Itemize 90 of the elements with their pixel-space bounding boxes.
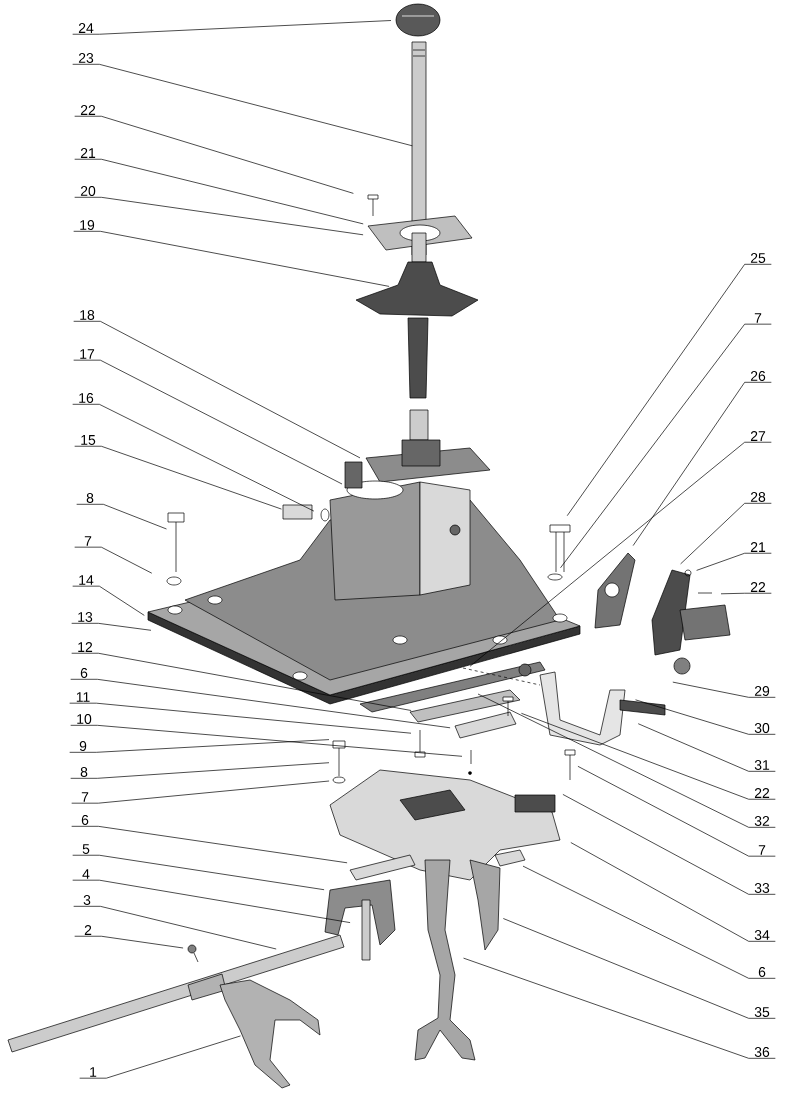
callout-number: 8 [86,493,94,503]
callout-number: 23 [78,53,94,63]
callout-number: 27 [750,431,766,441]
leader-line [632,381,772,546]
callout-number: 20 [80,186,96,196]
leader-line [566,263,772,517]
callout-number: 18 [80,310,95,320]
callout-number: 24 [78,23,94,33]
callout-number: 17 [80,349,95,359]
callout-number: 7 [758,845,766,855]
leader-line [521,712,776,800]
callout-number: 10 [77,714,92,724]
callout-number: 22 [750,582,766,592]
callout-number: 30 [754,723,770,733]
leader-line [73,359,343,485]
leader-line [74,115,354,194]
callout-number: 36 [754,1047,770,1057]
callout-number: 1 [90,1067,97,1077]
callout-number: 28 [750,492,766,502]
callout-number: 31 [754,760,770,770]
leader-line [73,905,277,950]
leader-line [562,794,776,895]
leader-line [70,762,330,779]
leader-line [635,699,776,735]
callout-number: 7 [81,792,89,802]
leader-line [502,918,776,1019]
leader-line [463,957,776,1059]
callout-number: 33 [754,883,770,893]
callout-number: 7 [754,313,762,323]
leader-line [69,739,330,753]
callout-number: 6 [758,967,766,977]
callout-number: 21 [750,542,766,552]
leader-line [76,503,167,530]
callout-number: 2 [84,925,92,935]
callout-number: 4 [82,869,90,879]
leader-line [72,879,351,923]
leader-line [74,196,364,236]
leader-line [72,63,413,147]
callout-number: 9 [79,741,87,751]
leader-line [560,323,772,569]
leader-line [74,445,282,510]
leader-line [72,403,315,512]
leader-line [74,546,153,574]
callout-number: 32 [754,816,770,826]
callout-number: 5 [82,844,90,854]
leader-line [70,678,451,729]
callout-number: 34 [754,930,770,940]
leader-line [73,230,390,287]
leader-line [680,502,772,565]
leader-line [71,652,412,711]
callout-number: 7 [84,536,92,546]
callout-number: 6 [81,815,89,825]
leader-line [70,724,463,757]
leader-line [74,158,364,225]
leader-line [72,585,145,616]
callout-number: 19 [80,220,95,230]
callout-number: 29 [754,686,770,696]
leader-line [672,681,776,698]
callout-number: 15 [81,435,96,445]
leader-line [72,20,392,35]
leader-line [71,780,330,804]
leader-line [71,622,152,631]
leader-line [69,702,412,734]
leader-line [522,865,776,979]
callout-number: 35 [754,1007,770,1017]
leader-line [570,842,776,942]
callout-number: 26 [750,371,766,381]
callout-number: 21 [80,148,96,158]
callout-number: 8 [80,767,88,777]
leader-line [469,441,772,667]
callout-number: 16 [79,393,94,403]
leader-line [577,765,776,857]
leader-line [79,1035,241,1079]
callout-number: 22 [80,105,96,115]
callout-number: 12 [78,642,93,652]
callout-number: 6 [80,668,88,678]
leader-line [477,693,776,828]
callout-number: 13 [78,612,93,622]
leader-line [74,935,184,949]
callout-number: 22 [754,788,770,798]
callout-number: 25 [750,253,766,263]
callout-number: 11 [76,692,90,702]
leader-line [72,854,325,891]
leader-line [637,723,776,772]
leader-line [73,320,361,459]
leader-line [720,592,772,595]
callout-number: 14 [79,575,94,585]
leader-line [71,825,348,864]
callout-number: 3 [83,895,91,905]
leader-line [696,552,772,571]
